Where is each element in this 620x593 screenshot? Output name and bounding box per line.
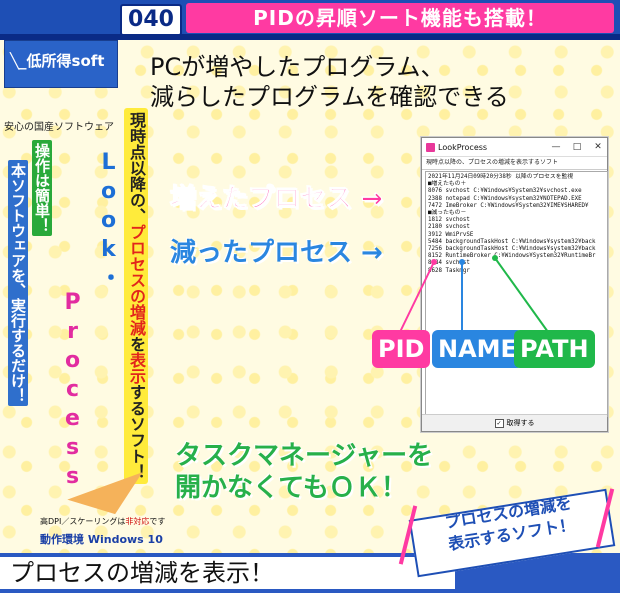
window-title: LookProcess	[438, 142, 488, 152]
green-line-2: 開かなくてもＯＫ！	[175, 473, 407, 503]
run-only-label: 本ソフトウェアを、実行するだけ！	[8, 160, 28, 406]
list-item: 2388 notepad C:¥Windows¥system32¥NOTEPAD…	[428, 195, 582, 202]
tagline: PIDの昇順ソート機能も搭載！	[253, 6, 547, 30]
list-item: ■減ったもの－	[428, 210, 467, 217]
list-item: 7472 ImeBroker C:¥Windows¥System32¥IME¥S…	[428, 202, 589, 209]
desc-mid: を	[127, 336, 146, 352]
logo-subtitle: 安心の国産ソフトウェア	[4, 122, 114, 133]
logo-text: 低所得soft	[26, 52, 105, 70]
pid-label: PID	[372, 330, 431, 368]
app-name-look: Look・	[92, 150, 124, 292]
added-process-callout: 増えたプロセス →	[170, 184, 384, 215]
list-item: 8628 Taskmgr	[428, 267, 470, 274]
dpi-pre: 高DPI／スケーリングは	[40, 517, 126, 526]
top-stripe	[0, 34, 620, 40]
logo-box	[4, 40, 118, 88]
list-item: 8152 RuntimeBroker C:¥Windows¥System32¥R…	[428, 253, 596, 260]
issue-number: 040	[120, 4, 182, 36]
logo: ╲_低所得soft	[10, 50, 116, 71]
list-item: 3912 WmiPrvSE	[428, 231, 474, 238]
green-line-1: タスクマネージャーを	[175, 441, 434, 471]
headline: PCが増やしたプログラム、 減らしたプログラムを確認できる	[150, 52, 610, 112]
app-icon	[426, 142, 435, 152]
list-item: 8076 svchost C:¥Windows¥System32¥svchost…	[428, 188, 582, 195]
fetch-label[interactable]: 取得する	[506, 419, 535, 427]
headline-line-1: PCが増やしたプログラム、	[150, 53, 445, 81]
list-item: ■増えたもの＋	[428, 181, 467, 188]
description-vertical: 現時点以降の、プロセスの増減を表示するソフト！	[124, 108, 148, 484]
easy-operation-label: 操作は簡単！	[32, 140, 52, 236]
window-footer: ✓ 取得する	[422, 414, 607, 431]
list-item: 2021年11月24日09時20分38秒 以降のプロセスを監視	[428, 174, 574, 180]
dpi-note: 高DPI／スケーリングは非対応です	[40, 516, 165, 527]
window-description: 現時点以降の、プロセスの増減を表示するソフト	[422, 157, 607, 170]
close-icon[interactable]: ✕	[594, 142, 602, 152]
desc-pre: 現時点以降の、	[127, 112, 146, 224]
bottom-caption: プロセスの増減を表示！	[10, 559, 274, 587]
minimize-icon[interactable]: —	[551, 142, 561, 152]
desc-red2: 表示	[127, 352, 146, 384]
fetch-checkbox[interactable]: ✓	[494, 418, 504, 428]
removed-process-callout: 減ったプロセス →	[170, 238, 383, 268]
look-text: Look	[96, 150, 121, 266]
desc-post: するソフト！	[127, 384, 146, 480]
list-item: 2180 svchost	[428, 224, 470, 231]
list-item: 7256 backgroundTaskHost C:¥Windows¥syste…	[428, 246, 596, 253]
list-item: 1812 svchost	[428, 217, 470, 224]
list-item: 5484 backgroundTaskHost C:¥Windows¥syste…	[428, 238, 596, 245]
window-titlebar[interactable]: LookProcess — □ ✕	[422, 138, 607, 157]
process-list[interactable]: 2021年11月24日09時20分38秒 以降のプロセスを監視 ■増えたもの＋ …	[425, 171, 608, 417]
headline-line-2: 減らしたプログラムを確認できる	[150, 83, 509, 111]
path-label: PATH	[514, 330, 595, 368]
maximize-icon[interactable]: □	[572, 142, 582, 152]
environment-note: 動作環境 Windows 10	[40, 533, 163, 546]
dpi-post: です	[149, 517, 166, 526]
dot-text: ・	[96, 266, 121, 292]
list-item: 8384 svchost	[428, 260, 470, 267]
tagline-background	[186, 3, 614, 33]
desc-red: プロセスの増減	[127, 224, 146, 336]
app-name-process: Process	[60, 290, 85, 493]
bottom-panel	[0, 557, 455, 589]
no-task-manager-text: タスクマネージャーを 開かなくてもＯＫ！	[175, 440, 433, 504]
name-label: NAME	[432, 330, 523, 368]
logo-mark-icon: ╲_	[10, 52, 27, 70]
dpi-red: 非対応	[125, 517, 150, 526]
